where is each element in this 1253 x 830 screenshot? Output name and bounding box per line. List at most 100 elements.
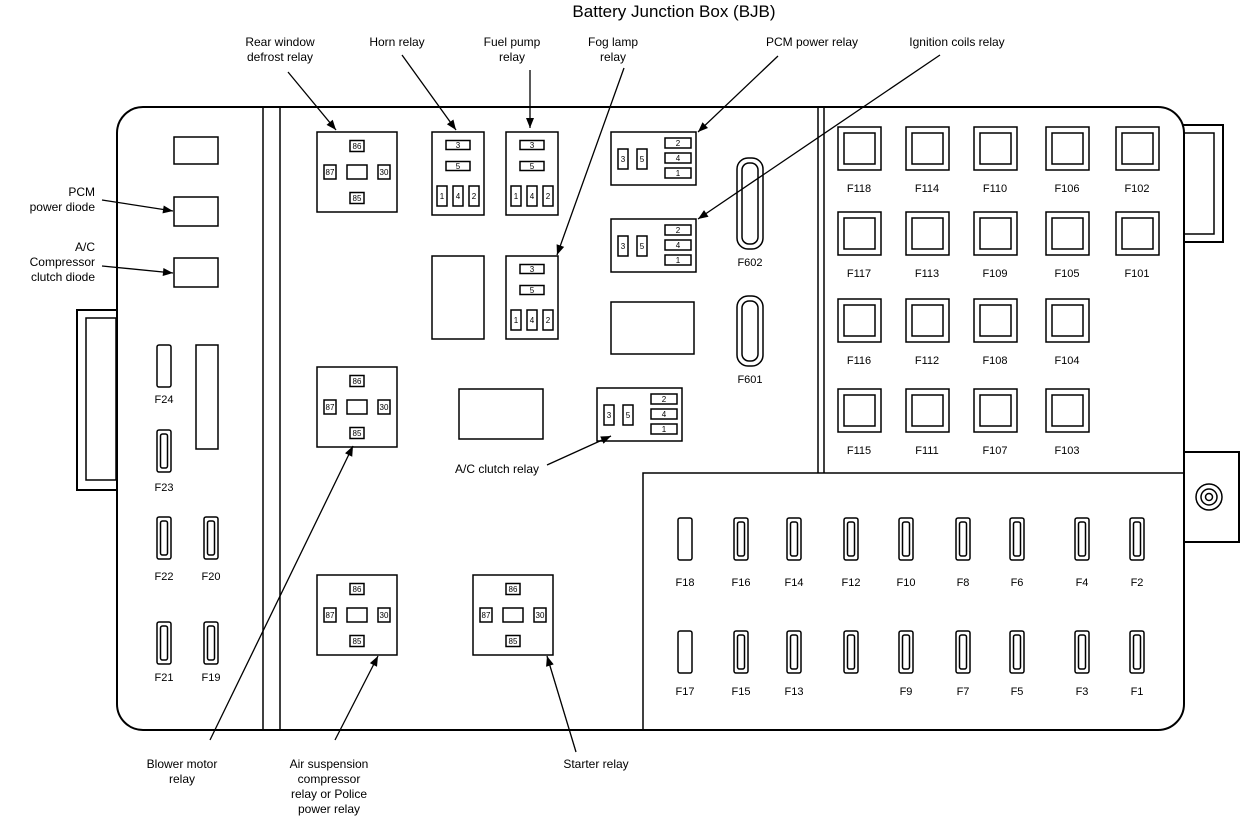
callout-text: A/C <box>75 240 95 254</box>
leader-line <box>546 655 577 753</box>
cartridge-fuse-label: F602 <box>737 257 762 269</box>
rear-window-defrost-relay-86-pin-label: 86 <box>353 142 362 151</box>
blower-motor-relay-core <box>346 399 368 415</box>
callout-text: Ignition coils relay <box>909 35 1004 49</box>
blower-motor-relay-87-terminal <box>323 399 337 415</box>
mini-fuse-f18: F18 <box>676 517 695 589</box>
leader-line <box>287 71 337 131</box>
mini-fuse-element <box>789 521 799 557</box>
callout-text: Rear window <box>245 35 315 49</box>
maxi-fuse-inner <box>911 132 944 165</box>
starter-relay-30-pin-label: 30 <box>536 611 545 620</box>
maxi-fuse-inner <box>1051 132 1084 165</box>
maxi-fuse-label: F114 <box>915 183 939 195</box>
horn-relay-3-terminal <box>445 139 471 151</box>
mini-fuse-label: F4 <box>1076 577 1089 589</box>
mini-fuse-body <box>677 517 693 561</box>
pcm-power-diode <box>173 196 219 227</box>
cartridge-fuse-label: F601 <box>737 374 762 386</box>
callout-text: relay or Police <box>291 787 367 801</box>
starter-relay-30-terminal <box>533 607 547 623</box>
ignition-coils-relay-5-pin-label: 5 <box>640 242 645 251</box>
mini-fuse-element <box>736 521 746 557</box>
mini-fuse-element <box>159 433 169 469</box>
fuel-pump-relay-5-pin-label: 5 <box>530 162 535 171</box>
mini-fuse-f24: F24 <box>155 344 173 406</box>
pcm-power-relay-r1-terminal <box>664 137 692 149</box>
cartridge-fuse-f601: F601 <box>736 295 764 386</box>
maxi-fuse-inner <box>911 394 944 427</box>
callout-text: Fuel pump <box>484 35 541 49</box>
mini-fuse-f1: F1 <box>1129 630 1145 698</box>
maxi-fuse-f106: F106 <box>1045 126 1090 195</box>
mini-fuse-label: F18 <box>676 577 695 589</box>
cartridge-fuse-inner <box>741 300 759 362</box>
maxi-fuse-f107: F107 <box>973 388 1018 457</box>
maxi-fuse-inner <box>979 304 1012 337</box>
mini-fuse-element <box>736 634 746 670</box>
callout-text: Blower motor <box>147 757 218 771</box>
pcm-power-relay-r1-pin-label: 2 <box>676 139 681 148</box>
horn-relay-callout: Horn relay <box>369 35 457 131</box>
maxi-fuse-f102: F102 <box>1115 126 1160 195</box>
mini-fuse-label: F12 <box>842 577 861 589</box>
rear-window-defrost-relay-30-pin-label: 30 <box>380 168 389 177</box>
fog-lamp-relay-b2-terminal <box>526 309 538 331</box>
pcm-power-relay-5-terminal <box>636 148 648 170</box>
mini-fuse-element <box>1077 634 1087 670</box>
air-suspension-relay-30-pin-label: 30 <box>380 611 389 620</box>
maxi-fuse-f101: F101 <box>1115 211 1160 280</box>
maxi-fuse-f110: F110 <box>973 126 1018 195</box>
fuel-pump-relay-b3-pin-label: 2 <box>546 192 551 201</box>
maxi-fuse-inner <box>911 217 944 250</box>
maxi-fuse-label: F109 <box>982 268 1007 280</box>
mini-fuse-body <box>156 344 172 388</box>
maxi-fuse-label: F104 <box>1054 355 1079 367</box>
cartridge-fuse-f602: F602 <box>736 157 764 269</box>
air-suspension-relay-30-terminal <box>377 607 391 623</box>
maxi-fuse-inner <box>1051 217 1084 250</box>
fuel-pump-relay-b1-pin-label: 1 <box>514 192 519 201</box>
starter-relay-85-terminal <box>505 634 521 648</box>
air-suspension-relay-86-pin-label: 86 <box>353 585 362 594</box>
leader-arrowhead <box>546 656 554 667</box>
maxi-fuse-f117: F117 <box>837 211 882 280</box>
callout-text: Compressor <box>30 255 95 269</box>
callout-text: PCM <box>68 185 95 199</box>
mini-fuse-label: F15 <box>732 686 751 698</box>
maxi-fuse-f108: F108 <box>973 298 1018 367</box>
mini-fuse-element <box>159 625 169 661</box>
rear-window-defrost-relay-85-pin-label: 85 <box>353 194 362 203</box>
maxi-fuse-inner <box>843 132 876 165</box>
mini-fuse-f3: F3 <box>1074 630 1090 698</box>
maxi-fuse-inner <box>843 394 876 427</box>
diode-slot <box>173 136 219 165</box>
mini-fuse-element <box>1132 521 1142 557</box>
fog-lamp-relay-5-pin-label: 5 <box>530 286 535 295</box>
pcm-power-relay-r3-pin-label: 1 <box>676 169 681 178</box>
maxi-fuse-label: F105 <box>1054 268 1079 280</box>
horn-relay-5-pin-label: 5 <box>456 162 461 171</box>
maxi-fuse-f115: F115 <box>837 388 882 457</box>
mini-fuse-f21: F21 <box>155 621 173 684</box>
maxi-fuse-label: F116 <box>847 355 871 367</box>
mini-fuse-element <box>206 625 216 661</box>
mini-fuse-label: F1 <box>1131 686 1144 698</box>
ignition-coils-relay-r3-terminal <box>664 254 692 266</box>
mini-fuse-f9: F9 <box>898 630 914 698</box>
ac-clutch-relay-r1-terminal <box>650 393 678 405</box>
ignition-coils-relay-r2-terminal <box>664 239 692 251</box>
bolt-terminal <box>1195 483 1223 511</box>
leader-arrowhead <box>446 119 456 130</box>
maxi-fuse-f104: F104 <box>1045 298 1090 367</box>
mini-fuse-f8: F8 <box>955 517 971 589</box>
ignition-coils-relay-r1-terminal <box>664 224 692 236</box>
leader-line <box>334 655 379 741</box>
